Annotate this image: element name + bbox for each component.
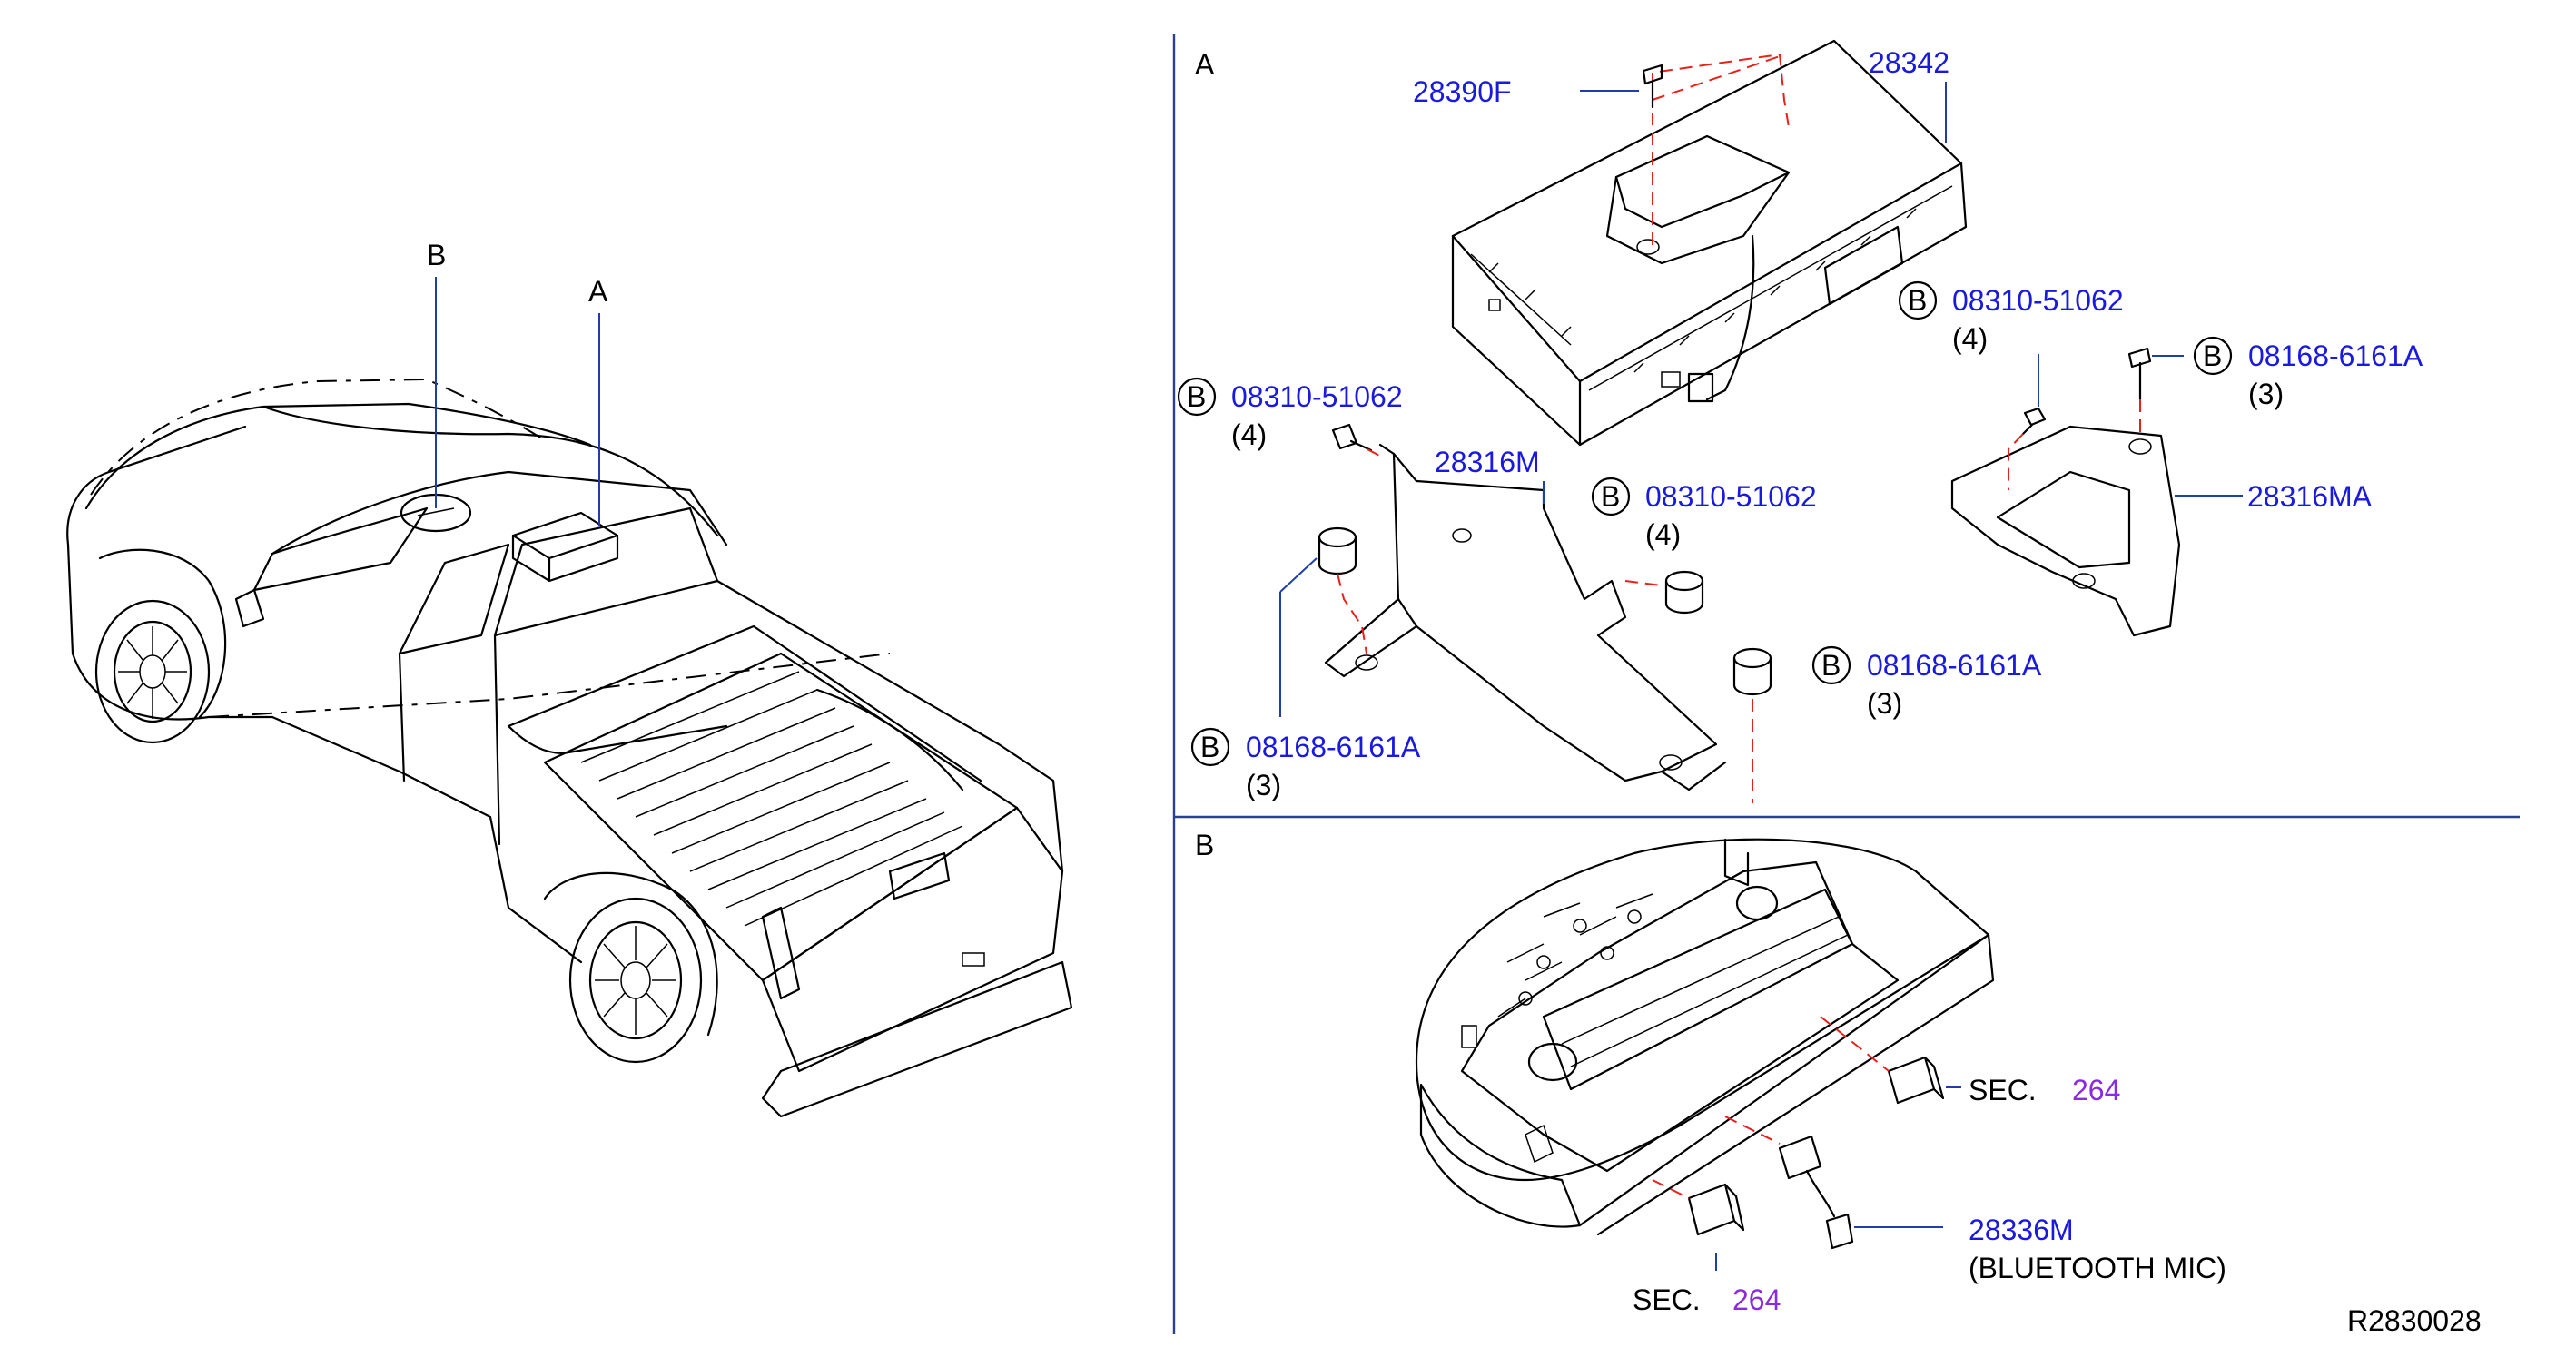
bolt-08168-left-qty: (3) bbox=[1246, 769, 1281, 801]
part-28390f[interactable]: 28390F bbox=[1413, 75, 1512, 108]
bolt-callout-08168-right[interactable]: B 08168-6161A (3) bbox=[2193, 336, 2423, 410]
bolt-08168-right-qty: (3) bbox=[2248, 378, 2284, 410]
vehicle-illustration bbox=[66, 277, 1073, 1118]
vehicle-label-b: B bbox=[427, 239, 446, 271]
bolt-08168-left-number: 08168-6161A bbox=[1246, 731, 1421, 763]
bolt-callout-08168-center[interactable]: B 08168-6161A (3) bbox=[1811, 645, 2042, 720]
part-28316m[interactable]: 28316M bbox=[1435, 446, 1540, 478]
section-b-title: B bbox=[1195, 829, 1214, 861]
vehicle-label-a: A bbox=[588, 275, 608, 308]
bolt-callout-08310-right[interactable]: B 08310-51062 (4) bbox=[1898, 280, 2124, 355]
overhead-console-drawing bbox=[1415, 838, 1995, 1236]
section-a-title: A bbox=[1195, 48, 1215, 81]
panel-frame bbox=[1172, 34, 2520, 1334]
sec-ref-prefix-upper: SEC. bbox=[1969, 1074, 2037, 1106]
bolt-08168-center-number: 08168-6161A bbox=[1867, 649, 2042, 682]
bushing-drawings bbox=[1318, 526, 1772, 696]
b-circle-label: B bbox=[1187, 380, 1206, 413]
sec-ref-prefix-lower: SEC. bbox=[1633, 1283, 1701, 1316]
bolt-callout-08168-left[interactable]: B 08168-6161A (3) bbox=[1190, 727, 1421, 801]
bolt-callout-08310-center[interactable]: B 08310-51062 (4) bbox=[1591, 477, 1817, 551]
bracket-28316ma-drawing bbox=[1950, 425, 2181, 637]
bolt-08310-left-qty: (4) bbox=[1231, 418, 1267, 451]
bolt-08168-center-qty: (3) bbox=[1867, 687, 1902, 720]
b-circle-label: B bbox=[1908, 284, 1927, 317]
bolt-08310-right-number: 08310-51062 bbox=[1952, 284, 2124, 317]
bluetooth-mic-label: (BLUETOOTH MIC) bbox=[1969, 1252, 2226, 1284]
bolt-08310-center-number: 08310-51062 bbox=[1645, 480, 1817, 513]
part-28342[interactable]: 28342 bbox=[1869, 46, 1949, 79]
connector-drawings bbox=[1687, 1056, 1945, 1250]
b-circle-label: B bbox=[1601, 480, 1620, 513]
b-circle-label: B bbox=[1200, 731, 1219, 763]
sec-ref-264-upper[interactable]: 264 bbox=[2072, 1074, 2120, 1106]
part-28316ma[interactable]: 28316MA bbox=[2247, 480, 2373, 513]
diagram-code: R2830028 bbox=[2347, 1304, 2482, 1337]
b-circle-label: B bbox=[2203, 339, 2222, 372]
part-28336m[interactable]: 28336M bbox=[1969, 1214, 2074, 1246]
b-circle-label: B bbox=[1821, 649, 1841, 682]
bolt-08310-center-qty: (4) bbox=[1645, 518, 1681, 551]
control-module-drawing bbox=[1451, 39, 1968, 447]
bolt-08310-right-qty: (4) bbox=[1952, 322, 1988, 355]
sec-ref-264-lower[interactable]: 264 bbox=[1732, 1283, 1781, 1316]
bolt-08310-left-number: 08310-51062 bbox=[1231, 380, 1403, 413]
bolt-08168-right-number: 08168-6161A bbox=[2248, 339, 2423, 372]
bolt-callout-08310-left[interactable]: B 08310-51062 (4) bbox=[1177, 377, 1403, 451]
